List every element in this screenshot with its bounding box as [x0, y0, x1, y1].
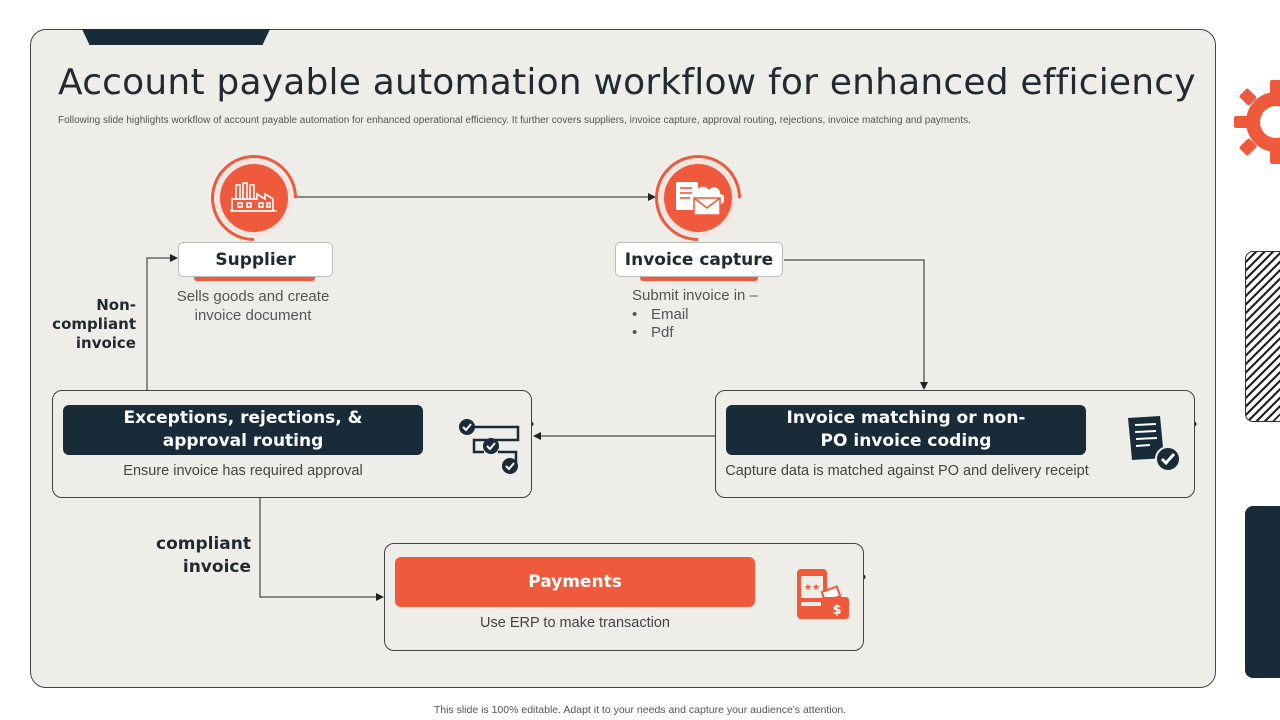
navy-panel-decoration	[1245, 506, 1280, 678]
compliant-label: compliant invoice	[156, 534, 251, 577]
mobile-wallet-icon: ★★ $	[797, 569, 849, 619]
invoice-capture-lead: Submit invoice in –	[632, 287, 758, 304]
page-title: Account payable automation workflow for …	[58, 62, 1196, 103]
supplier-label: Supplier	[178, 242, 333, 277]
payments-title: Payments	[395, 557, 755, 607]
invoice-email-icon	[676, 182, 724, 216]
hatched-panel-decoration	[1245, 251, 1280, 422]
invoice-matching-description: Capture data is matched against PO and d…	[725, 463, 1089, 479]
list-item: •Pdf	[632, 324, 674, 341]
svg-text:$: $	[832, 603, 841, 618]
payments-description: Use ERP to make transaction	[480, 615, 670, 631]
exceptions-description: Ensure invoice has required approval	[123, 463, 363, 479]
list-item: •Email	[632, 306, 689, 323]
connector-exceptions-to-supplier	[146, 254, 178, 391]
page-subtitle: Following slide highlights workflow of a…	[58, 115, 971, 126]
supplier-description: Sells goods and create invoice document	[176, 288, 330, 324]
approval-flow-icon	[459, 419, 520, 474]
invoice-matching-title: Invoice matching or non-PO invoice codin…	[726, 405, 1086, 455]
supplier-icon-circle	[193, 137, 315, 259]
footer-note: This slide is 100% editable. Adapt it to…	[433, 704, 847, 716]
invoice-capture-icon-circle	[637, 137, 759, 259]
factory-icon	[230, 182, 277, 212]
connector-exceptions-to-payments	[259, 497, 384, 601]
document-check-icon	[1128, 416, 1181, 472]
connector-capture-to-matching	[784, 259, 928, 390]
top-tab-decoration	[82, 29, 270, 45]
gear-icon	[1234, 80, 1280, 164]
invoice-capture-description: Submit invoice in – •Email •Pdf	[632, 287, 812, 342]
exceptions-title: Exceptions, rejections, & approval routi…	[63, 405, 423, 455]
non-compliant-label: Non-compliant invoice	[52, 296, 136, 352]
svg-text:★★: ★★	[804, 583, 820, 593]
invoice-capture-label: Invoice capture	[615, 242, 783, 277]
